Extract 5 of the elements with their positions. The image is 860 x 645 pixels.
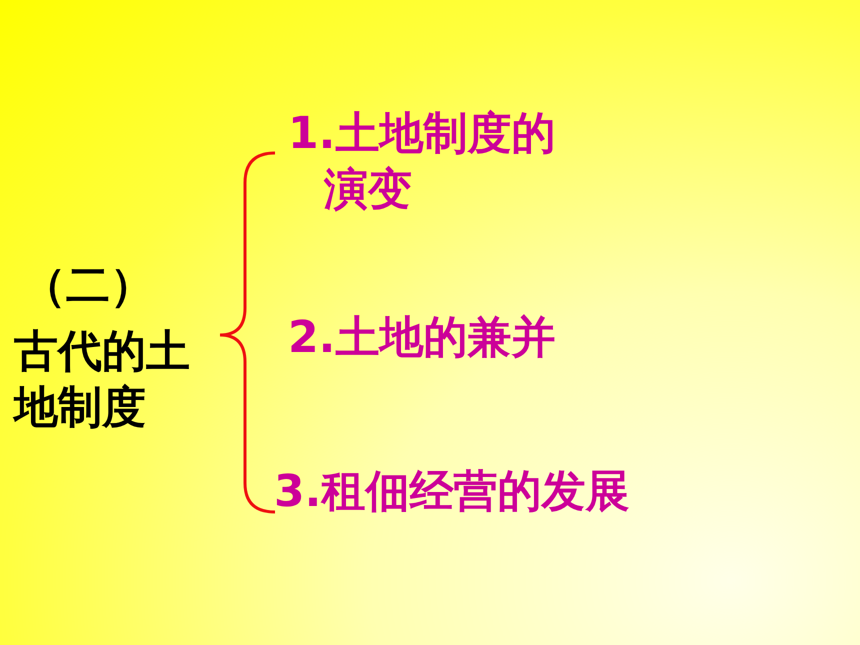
topic-item: 3.租佃经营的发展 [274,465,630,519]
heading-text: （二） [22,259,155,313]
topic-item: 2.土地的兼并 [288,311,556,365]
topic-item: 1.土地制度的演变 [288,107,556,217]
heading-text: 古代的土地制度 [14,325,191,435]
